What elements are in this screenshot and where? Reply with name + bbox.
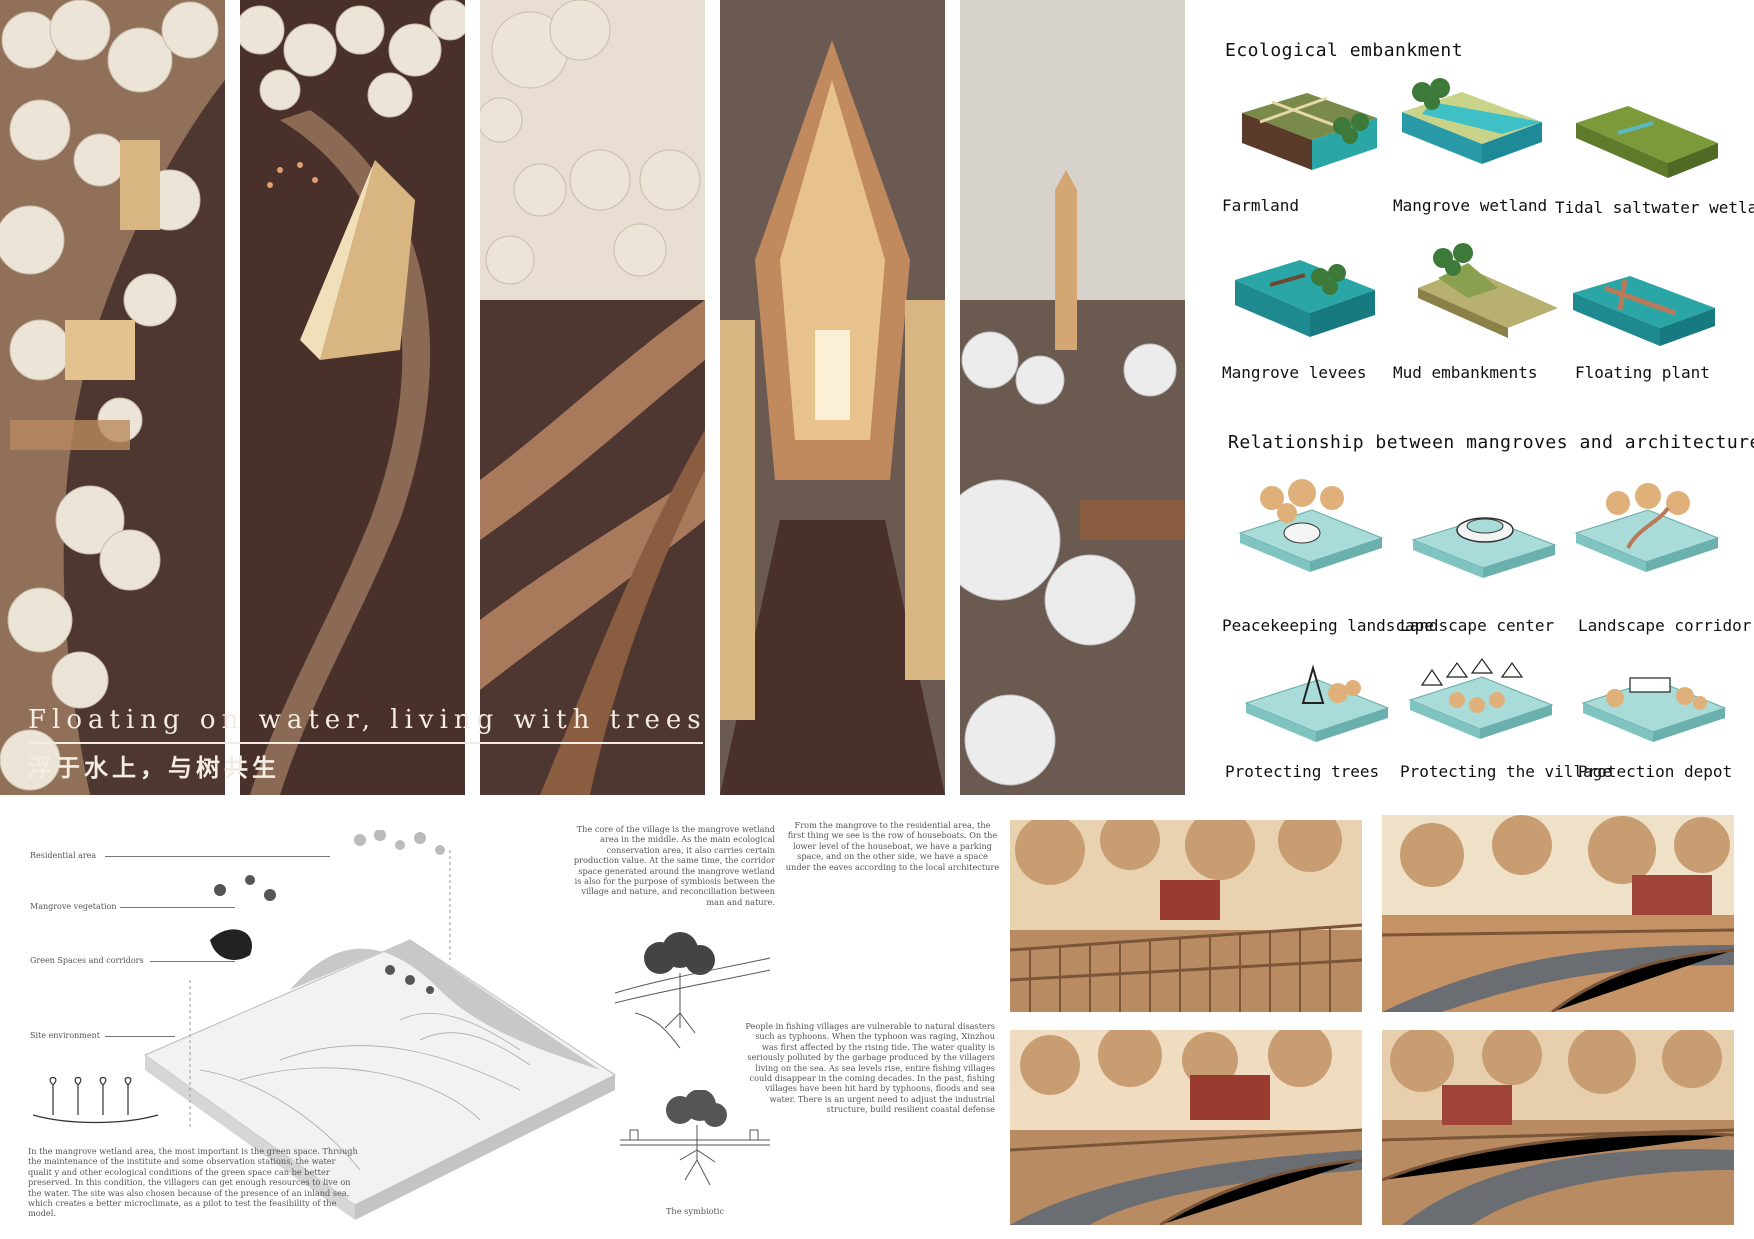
tile-label-landscape-center: Landscape center	[1400, 616, 1555, 635]
hero-divider	[28, 742, 703, 744]
core-paragraph: The core of the village is the mangrove …	[573, 824, 775, 907]
render-corridor-2	[1382, 815, 1734, 1012]
protection-depot-diagram	[1581, 677, 1727, 742]
render-corridor-3	[1010, 1030, 1362, 1225]
site-label-residential: Residential area	[30, 851, 97, 860]
leader-green	[150, 961, 235, 962]
render-panel-4	[720, 0, 945, 795]
tile-peacekeeping	[1232, 478, 1402, 583]
tile-farmland	[1232, 78, 1402, 183]
symbiosis-sketch-bottom	[615, 1089, 775, 1205]
tile-protecting-trees	[1238, 658, 1408, 763]
tile-floating-plant	[1565, 258, 1735, 363]
tile-protecting-village	[1402, 655, 1572, 760]
tile-landscape-center	[1405, 490, 1575, 595]
mangrove-levees-diagram	[1235, 260, 1375, 337]
tile-label-peacekeeping: Peacekeeping landscape	[1222, 616, 1434, 635]
hero-title: Floating on water, living with trees	[28, 705, 707, 735]
leader-residential	[105, 856, 330, 857]
protecting-trees-diagram	[1244, 664, 1390, 742]
symbiotic-caption: The symbiotic	[665, 1206, 725, 1216]
fishing-paragraph: People in fishing villages are vulnerabl…	[745, 1021, 995, 1115]
tile-label-mangrove-levees: Mangrove levees	[1222, 363, 1367, 382]
render-panel-3	[480, 0, 705, 795]
landscape-corridor-diagram	[1574, 483, 1720, 572]
leader-mangrove	[120, 907, 235, 908]
tile-label-mangrove-wetland: Mangrove wetland	[1393, 196, 1548, 215]
tile-label-protecting-village: Protecting the village	[1400, 762, 1612, 781]
mangrove-section-icon	[28, 1070, 163, 1130]
tile-mangrove-wetland	[1392, 72, 1562, 177]
render-panel-1	[0, 0, 225, 795]
site-label-green: Green Spaces and corridors	[30, 956, 144, 965]
site-label-environment: Site environment	[30, 1031, 100, 1040]
symbiosis-sketch-top	[605, 918, 775, 1058]
site-axonometric	[140, 829, 620, 1220]
tile-label-protecting-trees: Protecting trees	[1225, 762, 1380, 781]
tile-label-mud-embankments: Mud embankments	[1393, 363, 1538, 382]
ecological-title: Ecological embankment	[1225, 40, 1464, 61]
tile-landscape-corridor	[1568, 478, 1738, 583]
tile-mud-embankments	[1408, 238, 1578, 343]
site-label-mangrove: Mangrove vegetation	[30, 902, 117, 911]
hero-subtitle: 浮于水上，与树共生	[28, 754, 280, 782]
tile-label-protection-depot: Protection depot	[1578, 762, 1733, 781]
render-corridor-1	[1010, 820, 1362, 1012]
render-panel-5	[960, 0, 1185, 795]
mangrove-wetland-diagram	[1402, 78, 1542, 164]
site-paragraph: In the mangrove wetland area, the most i…	[28, 1146, 358, 1219]
tile-protection-depot	[1575, 658, 1745, 763]
tidal-saltwater-diagram	[1576, 106, 1718, 178]
leader-environment	[105, 1036, 175, 1037]
landscape-center-diagram	[1411, 517, 1557, 578]
farmland-diagram	[1242, 93, 1377, 170]
relationship-title: Relationship between mangroves and archi…	[1228, 432, 1754, 453]
tile-tidal-saltwater	[1568, 88, 1738, 193]
tile-label-landscape-corridor: Landscape corridor	[1578, 616, 1752, 635]
tile-label-tidal-saltwater: Tidal saltwater wetlands	[1555, 198, 1754, 217]
floating-plant-diagram	[1573, 276, 1715, 346]
render-panel-2	[240, 0, 465, 795]
mud-embankments-diagram	[1418, 243, 1558, 338]
render-corridor-4	[1382, 1030, 1734, 1225]
tile-label-farmland: Farmland	[1222, 196, 1300, 215]
tile-label-floating-plant: Floating plant	[1575, 363, 1710, 382]
tile-mangrove-levees	[1225, 245, 1395, 350]
peacekeeping-diagram	[1238, 479, 1384, 572]
protecting-village-diagram	[1408, 657, 1554, 739]
mangrove-paragraph: From the mangrove to the residential are…	[785, 820, 1000, 872]
